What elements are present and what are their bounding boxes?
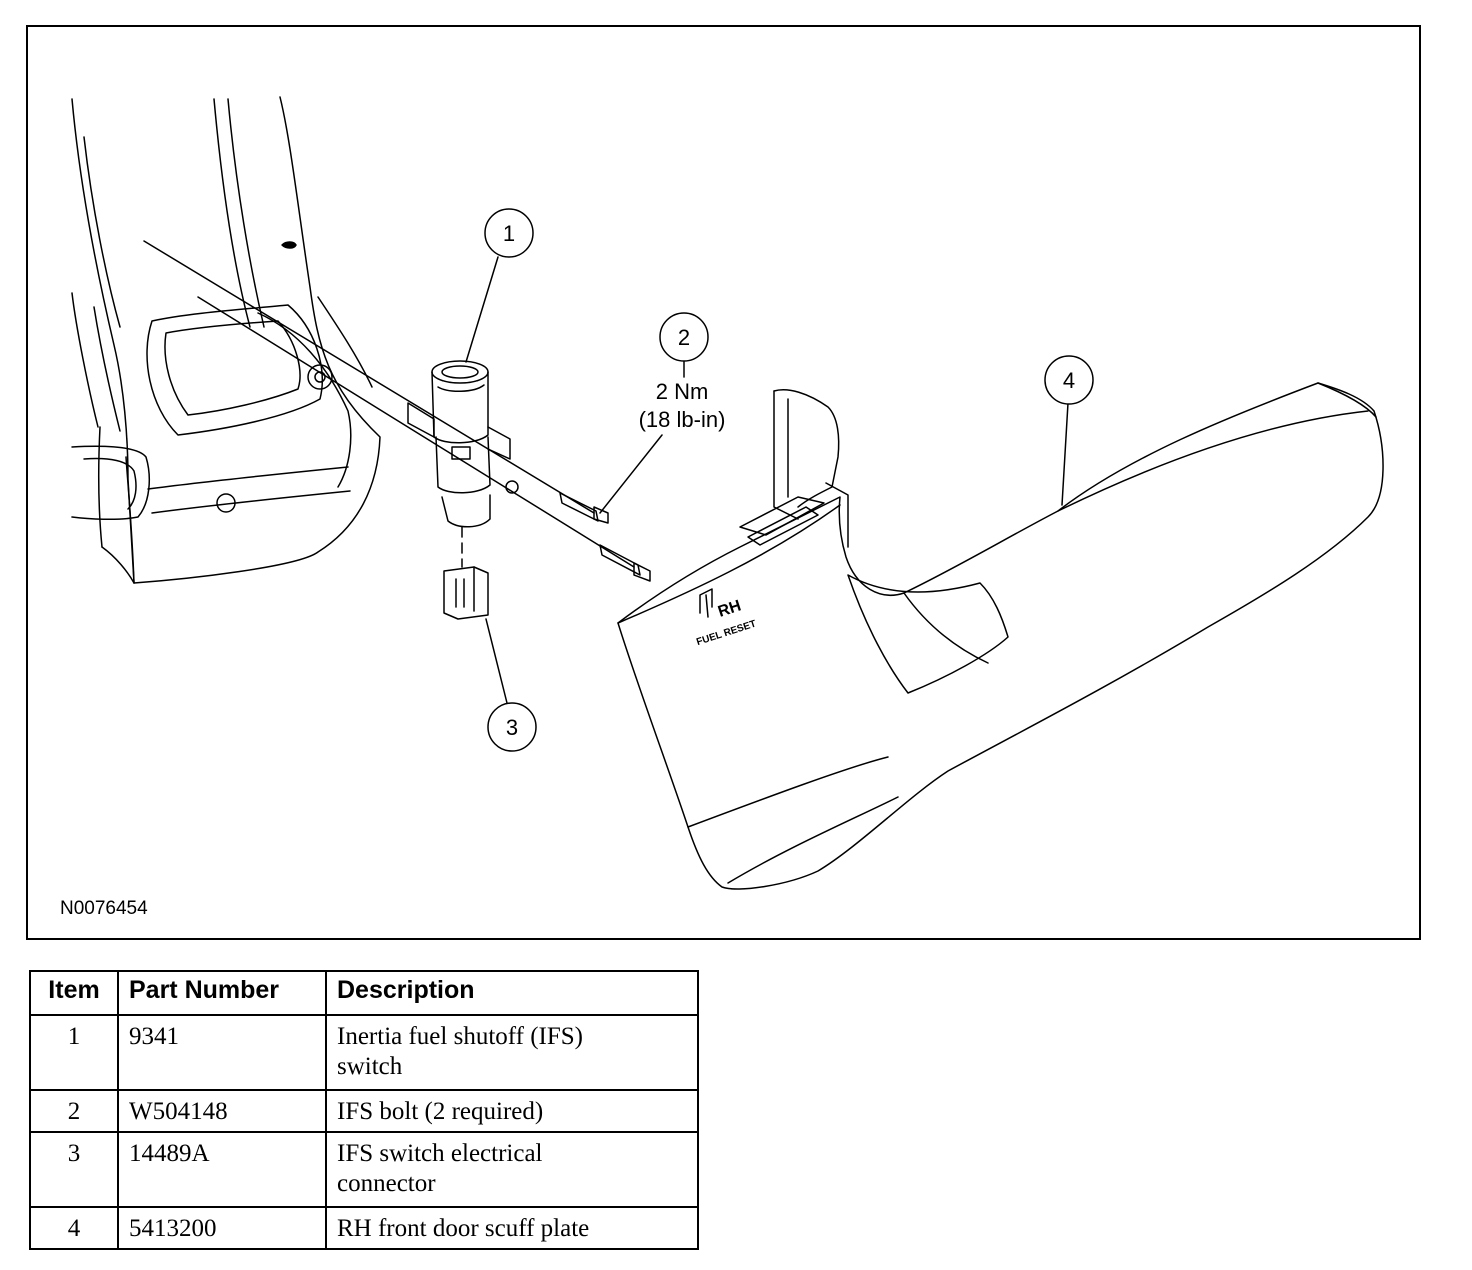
cell-item: 4 (29, 1206, 119, 1250)
description-line: switch (337, 1053, 403, 1080)
cell-part-number: 9341 (117, 1014, 327, 1091)
column-header-part-number: Part Number (117, 970, 327, 1016)
torque-spec-imperial: (18 lb-in) (639, 407, 726, 432)
scuff-plate-drawing (617, 382, 1384, 890)
cell-description: Inertia fuel shutoff (IFS) switch (325, 1014, 699, 1091)
cell-part-number: 14489A (117, 1131, 327, 1208)
parts-table: Item Part Number Description 1 9341 Iner… (29, 970, 699, 1250)
callout-3-circle (487, 702, 537, 752)
callout-bubbles (484, 208, 1094, 752)
ifs-bolts-drawing (505, 480, 651, 582)
callout-leaders (465, 256, 1069, 708)
table-row: 3 14489A IFS switch electrical connector (29, 1131, 699, 1208)
stamp-fuel-reset: FUEL RESET (695, 619, 757, 649)
table-row: 4 5413200 RH front door scuff plate (29, 1206, 699, 1250)
column-header-description: Description (325, 970, 699, 1016)
ifs-connector-drawing (443, 566, 489, 620)
description-line: IFS switch electrical (337, 1140, 543, 1167)
cell-item: 2 (29, 1089, 119, 1133)
description-line: connector (337, 1170, 436, 1197)
callout-4-label: 4 (1063, 368, 1075, 393)
cell-part-number: W504148 (117, 1089, 327, 1133)
callout-2-label: 2 (678, 325, 690, 350)
stamp-rh: RH (716, 597, 743, 620)
callout-1-label: 1 (503, 221, 515, 246)
table-header-row: Item Part Number Description (29, 970, 699, 1016)
callout-3-label: 3 (506, 715, 518, 740)
figure-frame: 1 2 3 4 2 Nm (18 lb-in) RH FUEL RESET N0… (26, 25, 1421, 940)
column-header-item: Item (29, 970, 119, 1016)
cell-part-number: 5413200 (117, 1206, 327, 1250)
callout-2-circle (659, 312, 709, 362)
cell-description: RH front door scuff plate (325, 1206, 699, 1250)
torque-spec-metric: 2 Nm (656, 379, 709, 404)
fuel-reset-stamp: RH FUEL RESET (695, 597, 757, 649)
bolt-centerlines (143, 240, 635, 568)
cell-description: IFS bolt (2 required) (325, 1089, 699, 1133)
cell-item: 3 (29, 1131, 119, 1208)
b-pillar-structure (71, 96, 381, 584)
description-line: Inertia fuel shutoff (IFS) (337, 1023, 584, 1050)
cell-description: IFS switch electrical connector (325, 1131, 699, 1208)
callout-4-circle (1044, 355, 1094, 405)
callout-1-circle (484, 208, 534, 258)
exploded-view-illustration: 1 2 3 4 2 Nm (18 lb-in) RH FUEL RESET N0… (60, 96, 1384, 919)
table-row: 1 9341 Inertia fuel shutoff (IFS) switch (29, 1014, 699, 1091)
figure-id: N0076454 (60, 898, 148, 919)
cell-item: 1 (29, 1014, 119, 1091)
description-line: IFS bolt (2 required) (337, 1098, 544, 1125)
inertia-switch-drawing (407, 360, 511, 568)
table-row: 2 W504148 IFS bolt (2 required) (29, 1089, 699, 1133)
description-line: RH front door scuff plate (337, 1215, 590, 1242)
